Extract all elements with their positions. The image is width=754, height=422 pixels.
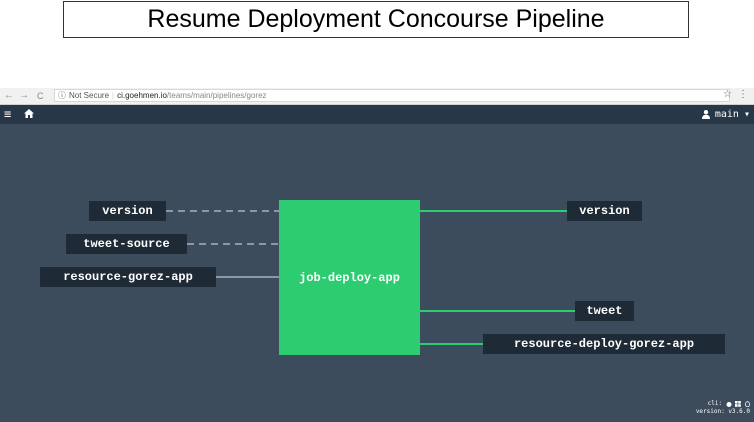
pipeline-canvas: version tweet-source resource-gorez-app …: [0, 124, 754, 422]
security-label: Not Secure: [69, 91, 110, 100]
star-icon[interactable]: ☆: [723, 89, 732, 100]
page-title: Resume Deployment Concourse Pipeline: [63, 1, 689, 38]
url-separator: |: [112, 91, 115, 100]
resource-node-tweet-source[interactable]: tweet-source: [66, 234, 187, 254]
url-path: /teams/main/pipelines/gorez: [166, 91, 267, 100]
user-menu[interactable]: main ▾: [701, 109, 750, 120]
security-icon[interactable]: ⓘ: [58, 91, 66, 100]
forward-icon[interactable]: →: [19, 90, 29, 101]
reload-icon[interactable]: C: [37, 91, 44, 101]
linux-icon[interactable]: [745, 400, 750, 407]
resource-node-resource-deploy-gorez-app[interactable]: resource-deploy-gorez-app: [483, 334, 725, 354]
home-icon[interactable]: [24, 109, 34, 118]
hamburger-menu-icon[interactable]: ≡: [4, 107, 12, 121]
windows-icon[interactable]: [735, 400, 742, 407]
browser-menu-icon[interactable]: ⋮: [738, 89, 748, 100]
pipeline-links: [166, 210, 575, 345]
resource-node-tweet[interactable]: tweet: [575, 301, 634, 321]
apple-icon[interactable]: [726, 401, 732, 407]
resource-node-version-input[interactable]: version: [89, 201, 166, 221]
chevron-down-icon: ▾: [743, 109, 750, 120]
cli-download-panel: cli: version: v3.6.0: [696, 400, 750, 416]
cli-label: cli:: [707, 400, 723, 407]
resource-node-version-output[interactable]: version: [567, 201, 642, 221]
resource-node-resource-gorez-app[interactable]: resource-gorez-app: [40, 267, 216, 287]
user-icon: [701, 110, 710, 119]
concourse-topbar: ≡ main ▾: [0, 105, 754, 124]
url-host: ci.goehmen.io: [117, 91, 167, 100]
version-label: version: v3.6.0: [695, 408, 750, 415]
back-icon[interactable]: ←: [4, 90, 14, 101]
browser-toolbar: ← → C ⓘ Not Secure | ci.goehmen.io/teams…: [0, 88, 754, 105]
address-bar[interactable]: ⓘ Not Secure | ci.goehmen.io/teams/main/…: [54, 89, 730, 102]
job-node[interactable]: job-deploy-app: [279, 200, 420, 355]
team-name: main: [714, 109, 739, 120]
